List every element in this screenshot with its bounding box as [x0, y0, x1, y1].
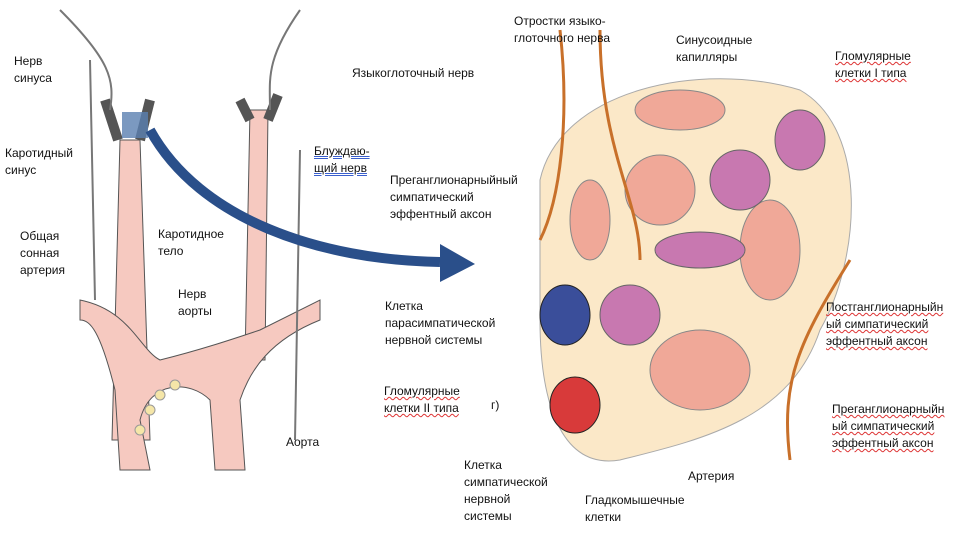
label-glossopharyngeal-processes: Отростки языко- глоточного нерва [514, 14, 610, 45]
carotid-body-tissue [538, 29, 852, 462]
label-carotid-body: Каротидное тело [158, 227, 224, 258]
label-common-carotid: Общая сонная артерия [20, 229, 65, 277]
label-postganglionic: Постганглионарныйн ый симпатический эффе… [826, 300, 944, 348]
label-glomus-type2: Гломулярные клетки II типа [384, 384, 460, 415]
label-vagus: Блуждаю- щий нерв [314, 144, 370, 175]
label-preganglionic-top: Преганглионарныйный симпатический эффент… [390, 173, 518, 221]
label-artery: Артерия [688, 469, 735, 483]
label-glossopharyngeal: Языкоглоточный нерв [352, 66, 475, 80]
label-sinusoid-capillaries: Синусоидные капилляры [676, 33, 753, 64]
label-sinus-nerve: Нерв синуса [14, 54, 52, 85]
label-aortic-nerve: Нерв аорты [178, 287, 212, 318]
label-sympathetic-cell: Клетка симпатической нервной системы [464, 458, 548, 523]
label-smooth-muscle: Гладкомышечные клетки [585, 493, 685, 524]
label-aorta: Аорта [286, 435, 320, 449]
label-parasympathetic-cell: Клетка парасимпатической нервной системы [385, 299, 496, 347]
label-glomus-type1: Гломулярные клетки I типа [835, 49, 911, 80]
label-preganglionic-right: Преганглионарныйн ый симпатический эффен… [832, 402, 945, 450]
carotid-anatomy [59, 9, 475, 471]
label-carotid-sinus: Каротидный синус [5, 146, 73, 177]
panel-letter: г) [491, 398, 500, 412]
